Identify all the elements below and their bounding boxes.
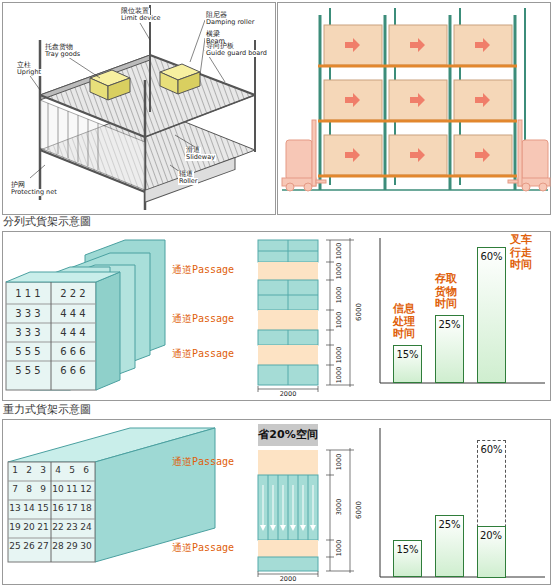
tl-callout: Limit device xyxy=(120,15,162,22)
chart-bar: 信息处理时间15% xyxy=(393,345,422,383)
bin-number: 20 xyxy=(23,523,34,533)
space-saving-tag: 省20%空间 xyxy=(258,429,317,441)
tl-callout: Upright xyxy=(16,69,42,76)
plan-view xyxy=(258,424,545,577)
bin-number: 3 3 3 xyxy=(15,308,40,319)
bin-number: 28 xyxy=(52,542,63,552)
bin-number: 5 xyxy=(69,466,75,476)
tl-callout: Tray goods xyxy=(44,51,81,58)
gravity-rack-block xyxy=(8,428,215,562)
chart-bar: 20% xyxy=(477,526,506,578)
bin-number: 1 1 1 xyxy=(15,288,40,299)
dimension: 1000 xyxy=(336,347,343,364)
bin-number: 22 xyxy=(52,523,63,533)
tl-callout: Roller xyxy=(178,178,198,185)
dimension: 2000 xyxy=(280,576,297,583)
percentage: 60% xyxy=(478,248,505,262)
percentage: 25% xyxy=(436,316,463,330)
bin-number: 17 xyxy=(66,504,77,514)
bin-number: 14 xyxy=(23,504,34,514)
bin-number: 6 6 6 xyxy=(60,365,85,376)
plan-view xyxy=(258,238,545,392)
bin-number: 6 6 6 xyxy=(60,346,85,357)
dimension: 3000 xyxy=(336,499,343,516)
chart-bar: 叉车行走时间60% xyxy=(477,247,506,383)
leader-line xyxy=(28,20,225,178)
bin-number: 15 xyxy=(37,504,48,514)
dimension: 6000 xyxy=(356,303,364,321)
bin-number: 6 xyxy=(83,466,89,476)
bin-number: 25 xyxy=(9,542,20,552)
bin-number: 26 xyxy=(23,542,34,552)
dimension: 1000 xyxy=(336,312,343,329)
dimension: 2000 xyxy=(280,391,297,398)
bin-number: 12 xyxy=(80,485,91,495)
bar-heading: 信息处理时间 xyxy=(392,303,415,341)
bar-heading: 叉车行走时间 xyxy=(509,234,532,272)
selective-rack xyxy=(6,240,165,390)
dimension: 1000 xyxy=(336,243,343,260)
bin-number: 3 3 3 xyxy=(15,327,40,338)
bin-number: 10 xyxy=(52,485,63,495)
tl-callout: Guide guard board xyxy=(205,50,268,57)
bin-number: 5 5 5 xyxy=(15,346,40,357)
tl-callout: Protecting net xyxy=(10,189,58,196)
section-heading: 分列式貨架示意圖 xyxy=(3,216,91,228)
bin-number: 11 xyxy=(66,485,77,495)
bin-number: 5 5 5 xyxy=(15,365,40,376)
bin-number: 23 xyxy=(66,523,77,533)
bin-number: 18 xyxy=(80,504,91,514)
dimension: 1000 xyxy=(336,263,343,280)
bin-number: 2 2 2 xyxy=(60,288,85,299)
bin-number: 4 4 4 xyxy=(60,308,85,319)
bin-number: 4 xyxy=(55,466,61,476)
percentage: 15% xyxy=(394,346,421,360)
panel-frame xyxy=(3,420,551,585)
bin-number: 9 xyxy=(40,485,46,495)
passage-label: 通道Passage xyxy=(172,542,234,553)
dimension: 1000 xyxy=(336,367,343,384)
bin-number: 19 xyxy=(9,523,20,533)
bar-heading: 存取货物时间 xyxy=(434,273,457,311)
tl-callout: Slideway xyxy=(185,154,216,161)
bin-number: 8 xyxy=(26,485,32,495)
dimension: 6000 xyxy=(356,501,364,519)
bin-number: 21 xyxy=(37,523,48,533)
panel-frame xyxy=(278,3,551,215)
passage-label: 通道Passage xyxy=(172,313,234,324)
panel-frame xyxy=(3,3,276,215)
dimension: 1000 xyxy=(336,540,343,557)
bin-number: 13 xyxy=(9,504,20,514)
passage-label: 通道Passage xyxy=(172,348,234,359)
bin-number: 7 xyxy=(12,485,18,495)
bin-number: 16 xyxy=(52,504,63,514)
bin-number: 24 xyxy=(80,523,91,533)
bin-number: 2 xyxy=(26,466,32,476)
percentage: 25% xyxy=(436,516,463,530)
bin-number: 3 xyxy=(40,466,46,476)
passage-label: 通道Passage xyxy=(172,456,234,467)
bin-number: 29 xyxy=(66,542,77,552)
percentage: 15% xyxy=(394,541,421,555)
section-heading: 重力式貨架示意圖 xyxy=(3,404,91,416)
dimension: 1000 xyxy=(336,454,343,471)
bin-number: 4 4 4 xyxy=(60,327,85,338)
percentage: 60% xyxy=(478,441,505,455)
tl-callout: Damping roller xyxy=(205,19,255,26)
panel-frame xyxy=(3,232,551,401)
gravity-rack xyxy=(40,5,255,210)
passage-label: 通道Passage xyxy=(172,264,234,275)
chart-bar: 存取货物时间25% xyxy=(435,315,464,383)
dimension: 1000 xyxy=(336,287,343,304)
percentage: 20% xyxy=(478,527,505,541)
bin-number: 27 xyxy=(37,542,48,552)
rack-elevation xyxy=(282,8,550,191)
former-bar-outline: 60% 20% xyxy=(477,440,506,577)
chart-bar: 25% xyxy=(435,515,464,577)
bin-number: 30 xyxy=(80,542,91,552)
bin-number: 1 xyxy=(12,466,18,476)
chart-bar: 15% xyxy=(393,540,422,577)
